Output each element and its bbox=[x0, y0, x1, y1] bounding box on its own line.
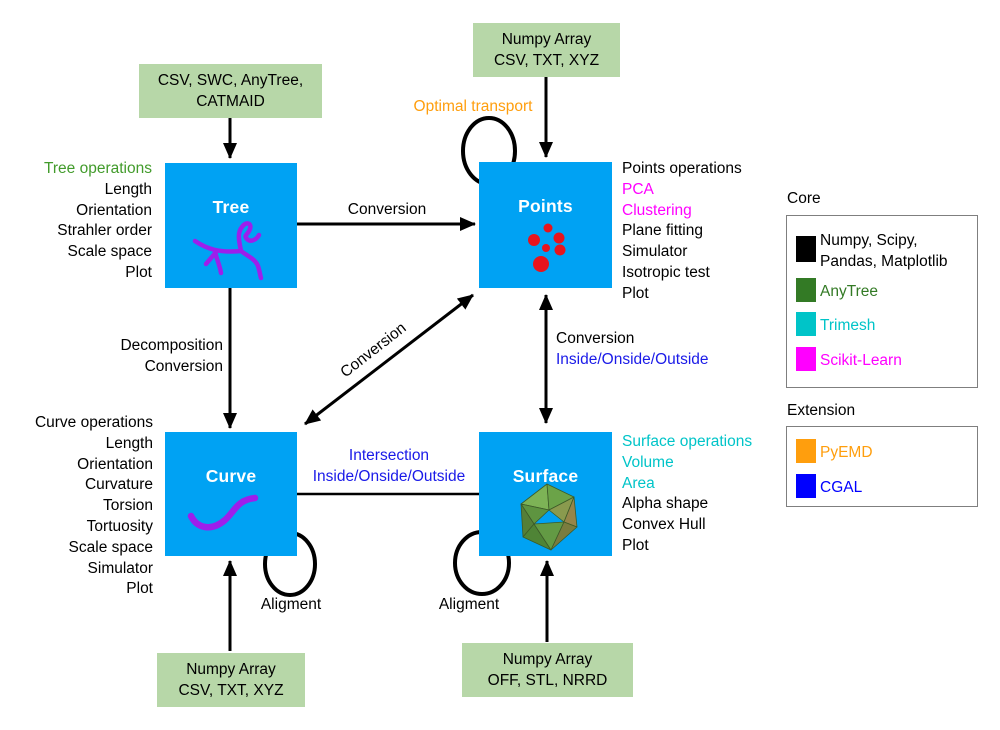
label-intersection: Intersection bbox=[348, 447, 430, 464]
list-item: Strahler order bbox=[57, 222, 152, 240]
label-tree-points-conversion: Conversion bbox=[347, 201, 427, 218]
label-surface-aligment: Aligment bbox=[438, 596, 500, 613]
legend-swatch-cgal bbox=[796, 474, 816, 498]
list-item: Plot bbox=[622, 284, 649, 302]
surface-operations-list: Surface operations Volume Area Alpha sha… bbox=[622, 432, 752, 557]
legend-extension-title: Extension bbox=[787, 402, 856, 419]
tree-operations-list: Tree operations Length Orientation Strah… bbox=[44, 159, 152, 284]
list-item: Torsion bbox=[103, 497, 153, 515]
label-points-surface: Conversion Inside/Onside/Outside bbox=[556, 329, 709, 371]
node-points-title: Points bbox=[518, 196, 573, 216]
list-item: Tortuosity bbox=[86, 517, 153, 535]
list-item: Curvature bbox=[84, 476, 153, 494]
list-item: Clustering bbox=[622, 201, 692, 219]
list-item: Plot bbox=[125, 263, 152, 281]
legend-core-title: Core bbox=[787, 190, 821, 207]
legend-swatch-numpy bbox=[796, 236, 816, 262]
list-item: Convex Hull bbox=[622, 516, 706, 534]
curve-operations-list: Curve operations Length Orientation Curv… bbox=[35, 413, 153, 600]
input-surface-line2: OFF, STL, NRRD bbox=[487, 672, 608, 689]
curve-icon bbox=[187, 494, 259, 531]
list-item: Plot bbox=[622, 536, 649, 554]
list-item: Plane fitting bbox=[622, 222, 703, 240]
input-curve-line2: CSV, TXT, XYZ bbox=[178, 682, 284, 699]
list-item: Volume bbox=[622, 453, 674, 471]
legend-swatch-pyemd bbox=[796, 439, 816, 463]
node-surface-title: Surface bbox=[512, 466, 579, 486]
input-box-tree: CSV, SWC, AnyTree, CATMAID bbox=[139, 64, 322, 118]
list-item: PCA bbox=[622, 180, 654, 198]
points-operations-list: Points operations PCA Clustering Plane f… bbox=[622, 159, 742, 305]
label-decomposition: Decomposition bbox=[120, 337, 223, 354]
list-item: Points operations bbox=[622, 160, 742, 177]
legend-swatch-scikit bbox=[796, 347, 816, 371]
legend-label-pyemd: PyEMD bbox=[820, 444, 873, 461]
label-conversion: Conversion bbox=[556, 330, 635, 347]
surface-icon bbox=[520, 483, 578, 551]
label-curve-surface: Intersection Inside/Onside/Outside bbox=[313, 446, 466, 488]
node-surface: Surface bbox=[479, 432, 612, 556]
list-item: Plot bbox=[126, 580, 153, 598]
list-item: Simulator bbox=[622, 243, 688, 261]
node-tree: Tree bbox=[165, 163, 297, 288]
list-item: Length bbox=[104, 180, 152, 198]
legend-extension-box: PyEMD CGAL bbox=[786, 426, 978, 507]
label-optimal-transport: Optimal transport bbox=[413, 98, 533, 115]
list-item: Alpha shape bbox=[622, 495, 709, 513]
node-curve: Curve bbox=[165, 432, 297, 556]
tree-icon bbox=[192, 221, 264, 281]
list-item: Scale space bbox=[67, 243, 152, 261]
arrow-curve-points-diagonal bbox=[304, 293, 474, 426]
list-item: Isotropic test bbox=[622, 263, 710, 281]
points-icon bbox=[528, 223, 566, 272]
input-tree-line1: CSV, SWC, AnyTree, bbox=[157, 72, 304, 89]
legend-swatch-trimesh bbox=[796, 312, 816, 336]
legend-core-box: Numpy, Scipy, Pandas, Matplotlib AnyTree… bbox=[786, 215, 978, 388]
legend-label-trimesh: Trimesh bbox=[820, 317, 876, 334]
list-item: Length bbox=[105, 434, 153, 452]
legend-label-cgal: CGAL bbox=[820, 479, 863, 496]
label-inside-onside-outside: Inside/Onside/Outside bbox=[556, 350, 709, 368]
label-conversion: Conversion bbox=[144, 357, 223, 375]
input-surface-line1: Numpy Array bbox=[502, 651, 593, 668]
legend-label-numpy: Numpy, Scipy, Pandas, Matplotlib bbox=[820, 232, 948, 270]
input-box-surface: Numpy Array OFF, STL, NRRD bbox=[462, 643, 633, 697]
legend-label-scikit: Scikit-Learn bbox=[820, 352, 902, 369]
list-item: Curve operations bbox=[34, 414, 153, 431]
label-inside-onside-outside: Inside/Onside/Outside bbox=[312, 467, 466, 485]
input-tree-line2: CATMAID bbox=[196, 93, 265, 110]
legend-label-anytree: AnyTree bbox=[820, 283, 879, 300]
input-box-curve: Numpy Array CSV, TXT, XYZ bbox=[157, 653, 305, 707]
list-item: Orientation bbox=[76, 201, 152, 219]
input-points-line2: CSV, TXT, XYZ bbox=[493, 52, 600, 69]
list-item: Area bbox=[622, 474, 655, 492]
label-curve-aligment: Aligment bbox=[260, 596, 322, 613]
input-box-points: Numpy Array CSV, TXT, XYZ bbox=[473, 23, 620, 77]
node-points: Points bbox=[479, 162, 612, 288]
node-curve-title: Curve bbox=[205, 466, 257, 486]
list-item: Simulator bbox=[87, 559, 153, 577]
input-curve-line1: Numpy Array bbox=[186, 661, 276, 678]
list-item: Surface operations bbox=[622, 433, 753, 450]
list-item: Scale space bbox=[68, 538, 153, 556]
input-points-line1: Numpy Array bbox=[501, 31, 592, 48]
list-item: Orientation bbox=[77, 455, 153, 473]
label-tree-curve: Decomposition Conversion bbox=[120, 336, 223, 378]
node-tree-title: Tree bbox=[212, 197, 250, 217]
legend-swatch-anytree bbox=[796, 278, 816, 302]
list-item: Tree operations bbox=[44, 160, 152, 177]
